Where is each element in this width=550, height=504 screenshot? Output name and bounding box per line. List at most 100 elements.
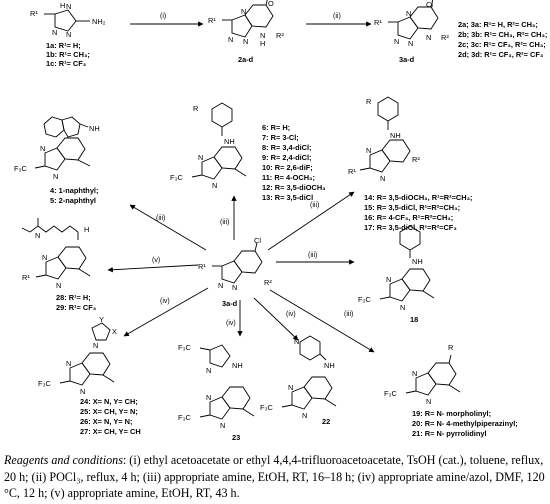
atom-n: N (66, 2, 71, 11)
compound-list: 4: 1-naphthyl; (50, 186, 98, 195)
reaction-arrow (123, 287, 209, 337)
atom-n: N (260, 31, 265, 40)
r-label: R (448, 343, 453, 352)
compound-list: 2d; 3d: R¹= CF₃, R²= CF₃ (458, 50, 543, 59)
compound-label: 18 (410, 315, 418, 324)
compound-list: 2a; 3a: R¹= H, R²= CH₃; (458, 20, 538, 29)
compound-list: 6: R= H; (262, 123, 290, 132)
nh2-label: NH₂ (92, 17, 106, 26)
nh-label: H (84, 225, 89, 234)
compound-label: 3a-d (222, 299, 238, 308)
compound-list: 8: R= 3,4-diCl; (262, 143, 312, 152)
y-label: Y (99, 315, 104, 324)
compound-list: 13: R= 3,5-diCl (262, 193, 313, 202)
product-cyclic-amine: R F₃C N N 19: R= N- morpholinyl; 20: R= … (384, 343, 518, 438)
nh-label: NH (224, 137, 235, 146)
atom-n: N (294, 337, 299, 346)
step-label: (iii) (310, 202, 319, 209)
amine-n: N (35, 231, 40, 240)
atom-n: N (53, 172, 58, 181)
caption-heading: Reagents and conditions (4, 453, 123, 467)
cf3-label: F₃C (170, 173, 184, 182)
nh-label: NH (89, 124, 100, 133)
atom-n: N (232, 283, 237, 292)
r1-label: R¹ (198, 262, 206, 271)
atom-n: N (426, 33, 431, 42)
product-dimer: F₃C NH N F₃C N N 23 (178, 343, 255, 442)
compound-list: 17: R= 3,5-diCl, R¹=R²=CF₃ (364, 223, 457, 232)
compound-list: 9: R= 2,4-diCl; (262, 153, 312, 162)
compound-list: 26: X= N, Y= N; (80, 417, 132, 426)
reaction-conditions-caption: Reagents and conditions: (i) ethyl aceto… (4, 452, 546, 502)
chlorine: Cl (254, 236, 261, 245)
nh-label: H (60, 1, 65, 10)
atom-n: N (288, 383, 293, 392)
r2-label: R² (276, 31, 284, 40)
chlorine: Cl (426, 0, 433, 9)
atom-n: N (406, 9, 411, 18)
chloride-3a-d-top: R¹ Cl R² N N N N 3a-d 2a; 3a: R¹= H, R²=… (374, 0, 547, 64)
product-pyridyl: N NH F₃C N N 22 (260, 335, 337, 426)
compound-list: 19: R= N- morpholinyl; (412, 409, 491, 418)
r1-label: R¹ (22, 273, 30, 282)
starting-material-triazole: R¹ H N N N NH₂ 1a: R¹= H; 1b: R¹= CH₃; 1… (30, 1, 106, 68)
atom-n: N (400, 303, 405, 312)
compound-list: 21: R= N- pyrrolidinyl (412, 429, 487, 438)
atom-n: N (40, 144, 45, 153)
product-dialkylamine: N H R¹ N N 28: R¹= H; 29: R¹= CF₃ (21, 218, 96, 312)
nh-label: NH (390, 131, 401, 140)
cf3-label: F₃C (358, 295, 372, 304)
compound-list: 2b; 3b: R¹= CH₃, R²= CH₃; (458, 30, 547, 39)
compound-list: 7: R= 3-Cl; (262, 133, 299, 142)
step-label: (iv) (160, 298, 170, 305)
compound-list: 1b: R¹= CH₃; (46, 50, 90, 59)
product-azole: Y X N F₃C N N 24: X= N, Y= CH; 25: X= CH… (38, 315, 141, 436)
r2-label: R² (441, 33, 449, 42)
r-label: R (193, 104, 198, 113)
step-label: (iv) (286, 311, 296, 318)
atom-n: N (412, 369, 417, 378)
compound-list: 1a: R¹= H; (46, 41, 81, 50)
intermediate-2a-d: R¹ O R² N N N N H 2a-d (208, 0, 284, 64)
reaction-arrow (253, 297, 299, 341)
compound-list: 27: X= CH, Y= CH (80, 427, 141, 436)
oxygen: O (268, 0, 274, 8)
atom-n: N (66, 359, 71, 368)
atom-n: N (56, 281, 61, 290)
reaction-scheme: R¹ H N N N NH₂ 1a: R¹= H; 1b: R¹= CH₃; 1… (14, 0, 547, 442)
atom-n: N (386, 275, 391, 284)
atom-n: N (408, 39, 413, 48)
step-label: (iii) (308, 252, 317, 259)
compound-list: 5: 2-naphthyl (50, 196, 96, 205)
compound-label: 22 (322, 417, 330, 426)
step-label: (v) (152, 257, 160, 264)
atom-n: N (206, 366, 211, 375)
compound-list: 16: R= 4-CF₃, R¹=R²=CH₃; (364, 213, 453, 222)
compound-list: 25: X= CH, Y= N; (80, 407, 138, 416)
nh-label: NH (412, 257, 423, 266)
atom-n: N (80, 387, 85, 396)
cf3-label: F₃C (178, 343, 192, 352)
reaction-arrow (269, 289, 375, 353)
product-cyclohexyl: NH F₃C N N 18 (358, 225, 435, 324)
atom-n: N (228, 35, 233, 44)
reaction-arrow (129, 204, 207, 251)
step-label: (i) (160, 13, 166, 20)
compound-list: 12: R= 3,5-diOCH₃ (262, 183, 326, 192)
atom-n: N (93, 341, 98, 350)
atom-n: N (220, 421, 225, 430)
atom-n: N (212, 181, 217, 190)
compound-list: 28: R¹= H; (56, 293, 91, 302)
atom-n: N (243, 37, 248, 46)
product-aryl-variable: R NH R¹ R² N N 14: R= 3,5-diOCH₃, R¹=R²=… (348, 96, 472, 232)
step-label: (iii) (220, 219, 229, 226)
cf3-label: F₃C (14, 164, 28, 173)
step-label: (iii) (156, 215, 165, 222)
atom-n: N (241, 7, 246, 16)
compound-label: 23 (232, 433, 240, 442)
reaction-arrow (267, 191, 355, 251)
product-aryl-cf3: R NH F₃C N N 6: R= H; 7: R= 3-Cl; 8: R= … (170, 102, 326, 202)
compound-list: 14: R= 3,5-diOCH₃, R¹=R²=CH₃; (364, 193, 472, 202)
compound-list: 24: X= N, Y= CH; (80, 397, 138, 406)
atom-n: N (42, 253, 47, 262)
